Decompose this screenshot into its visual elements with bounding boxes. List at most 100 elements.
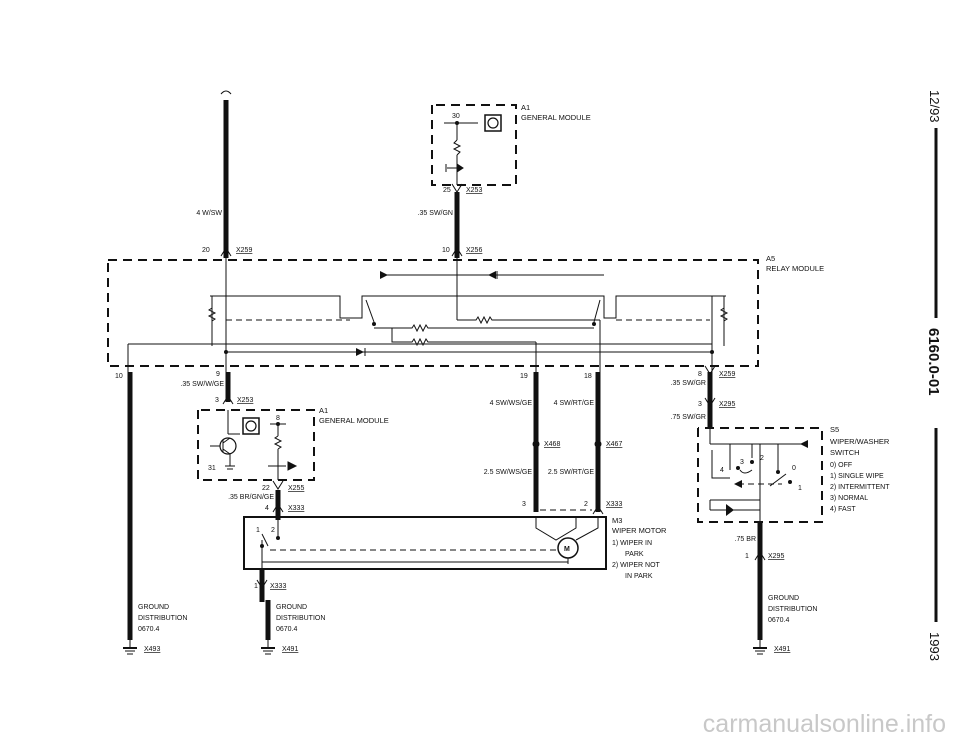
resistor-low-icon xyxy=(391,328,536,347)
s5-contact-3: 3 xyxy=(740,459,744,466)
ground-left-icon xyxy=(123,640,137,655)
a1-bottom-ref: A1 xyxy=(319,406,328,415)
m3-state-2b: IN PARK xyxy=(625,573,653,580)
wire-75-br-label: .75 BR xyxy=(735,536,756,543)
diode-icon xyxy=(447,163,464,173)
connector-x333-motor: X333 xyxy=(606,501,622,508)
a1-top-pin-30: 30 xyxy=(452,113,460,120)
s5-pos-3: 3) NORMAL xyxy=(830,495,868,502)
wire-75-sw-gr-label: .75 SW/GR xyxy=(671,414,706,421)
watermark: carmanualsonline.info xyxy=(703,710,946,738)
margin-date: 12/93 xyxy=(927,90,942,123)
wire-x333-a1: X333 xyxy=(288,505,304,512)
wire-35-sw-gr-label: .35 SW/GR xyxy=(671,380,706,387)
a1-top-name: GENERAL MODULE xyxy=(521,113,591,122)
m3-ref: M3 xyxy=(612,516,622,525)
a5-pin-19: 19 xyxy=(520,373,528,380)
diode-relay-icon xyxy=(356,348,364,356)
a5-pin-18: 18 xyxy=(584,373,592,380)
motor-pin-3: 3 xyxy=(522,501,526,508)
ground-left-line2: DISTRIBUTION xyxy=(138,615,187,622)
relay-coil-right-icon xyxy=(719,307,729,322)
s5-wiper-washer-switch: S5 WIPER/WASHER SWITCH 0) OFF 1) SINGLE … xyxy=(697,425,890,523)
wire-25-sw-rt-ge-label: 2.5 SW/RT/GE xyxy=(548,469,594,476)
relay-coil-left-icon xyxy=(207,307,217,322)
splice-x468: X468 xyxy=(544,441,560,448)
m3-state-2: 2) WIPER NOT xyxy=(612,562,661,569)
motor-feed-wires: 19 4 SW/WS/GE X468 2.5 SW/WS/GE 3 18 4 S… xyxy=(484,372,622,515)
ground-mid-line3: 0670.4 xyxy=(276,626,298,633)
wire-x259-right: X259 xyxy=(719,371,735,378)
a1-top-pin-25: 25 xyxy=(443,187,451,194)
wire-pin-20: 20 xyxy=(202,247,210,254)
wire-25-sw-ws-ge-label: 2.5 SW/WS/GE xyxy=(484,469,533,476)
wire-a5-pin8: 8 X259 .35 SW/GR 3 X295 .75 SW/GR xyxy=(671,365,735,428)
wire-4-w-sw-label: 4 W/SW xyxy=(196,210,222,217)
ground-right-line1: GROUND xyxy=(768,595,799,602)
relay-contact-left-icon xyxy=(365,299,375,323)
svg-text:M: M xyxy=(564,546,570,553)
resistor-icon xyxy=(452,139,462,156)
s5-gnd-pin: 1 xyxy=(745,553,749,560)
ground-right-line3: 0670.4 xyxy=(768,617,790,624)
wire-4-sw-ws-ge-label: 4 SW/WS/GE xyxy=(490,400,533,407)
ground-right-icon xyxy=(753,640,767,655)
m3-pin-a: 1 xyxy=(256,527,260,534)
relay-bus-mid xyxy=(210,295,726,319)
left-ground-branch: 10 GROUND DISTRIBUTION 0670.4 X493 xyxy=(115,344,187,655)
s5-pos-0: 0) OFF xyxy=(830,462,852,469)
s5-pos-1: 1) SINGLE WIPE xyxy=(830,473,884,480)
wire-a5-pin9: 9 .35 SW/W/GE 3 X253 xyxy=(180,371,253,405)
resistor-top-icon xyxy=(457,315,600,325)
s5-ref: S5 xyxy=(830,425,839,434)
a5-pin-10: 10 xyxy=(115,373,123,380)
resistor-a1-icon xyxy=(273,435,283,450)
wire-35-sw-w-ge-label: .35 SW/W/GE xyxy=(180,381,224,388)
a5-pin-8: 8 xyxy=(698,371,702,378)
ground-left-connector: X493 xyxy=(144,646,160,653)
wire-a1-pin-4: 4 xyxy=(265,505,269,512)
a1-top-general-module: 30 A1 GENERAL MODULE 25 X253 xyxy=(431,103,591,194)
wire-pin-10: 10 xyxy=(442,247,450,254)
motor-gnd-pin: 1 xyxy=(254,583,258,590)
park-switch-icon xyxy=(261,533,269,547)
ground-mid-icon xyxy=(261,640,275,655)
ground-mid-line2: DISTRIBUTION xyxy=(276,615,325,622)
s5-pos-4: 4) FAST xyxy=(830,506,856,513)
splice-x467: X467 xyxy=(606,441,622,448)
diode-a1-icon xyxy=(268,461,298,471)
m3-pin-b: 2 xyxy=(271,527,275,534)
margin-doc-number: 6160.0-01 xyxy=(925,328,942,396)
a1-bottom-connector-pin: 3 xyxy=(215,397,219,404)
wire-break-icon xyxy=(220,90,232,95)
s5-boundary xyxy=(697,427,823,523)
a1-bottom-pin-22: 22 xyxy=(262,485,270,492)
s5-contact-4: 4 xyxy=(720,467,724,474)
ground-mid-connector: X491 xyxy=(282,646,298,653)
s5-contact-0: 0 xyxy=(792,465,796,472)
a1-bottom-pin-31: 31 xyxy=(208,465,216,472)
a5-boundary xyxy=(107,259,759,367)
margin-strip: 12/93 6160.0-01 1993 xyxy=(925,90,942,661)
a5-name: RELAY MODULE xyxy=(766,264,824,273)
relay-contact-right-icon xyxy=(593,299,601,323)
s5-contact-1: 1 xyxy=(798,485,802,492)
ground-mid-line1: GROUND xyxy=(276,604,307,611)
a5-pin-9: 9 xyxy=(216,371,220,378)
s5-gnd-connector: X295 xyxy=(768,553,784,560)
s5-name-1: WIPER/WASHER xyxy=(830,437,890,446)
margin-year: 1993 xyxy=(927,632,942,661)
ground-right-line2: DISTRIBUTION xyxy=(768,606,817,613)
a5-ref: A5 xyxy=(766,254,775,263)
m3-state-1b: PARK xyxy=(625,551,644,558)
a1-bottom-connector: X253 xyxy=(237,397,253,404)
wire-35-br-gn-ge-label: .35 BR/GN/GE xyxy=(228,494,274,501)
m3-name: WIPER MOTOR xyxy=(612,526,667,535)
a1-top-boundary xyxy=(431,104,517,186)
transistor-icon xyxy=(219,437,237,455)
ground-left-line1: GROUND xyxy=(138,604,169,611)
resistor-mid-icon xyxy=(374,323,594,333)
wire-x295-top: X295 xyxy=(719,401,735,408)
ground-left-line3: 0670.4 xyxy=(138,626,160,633)
